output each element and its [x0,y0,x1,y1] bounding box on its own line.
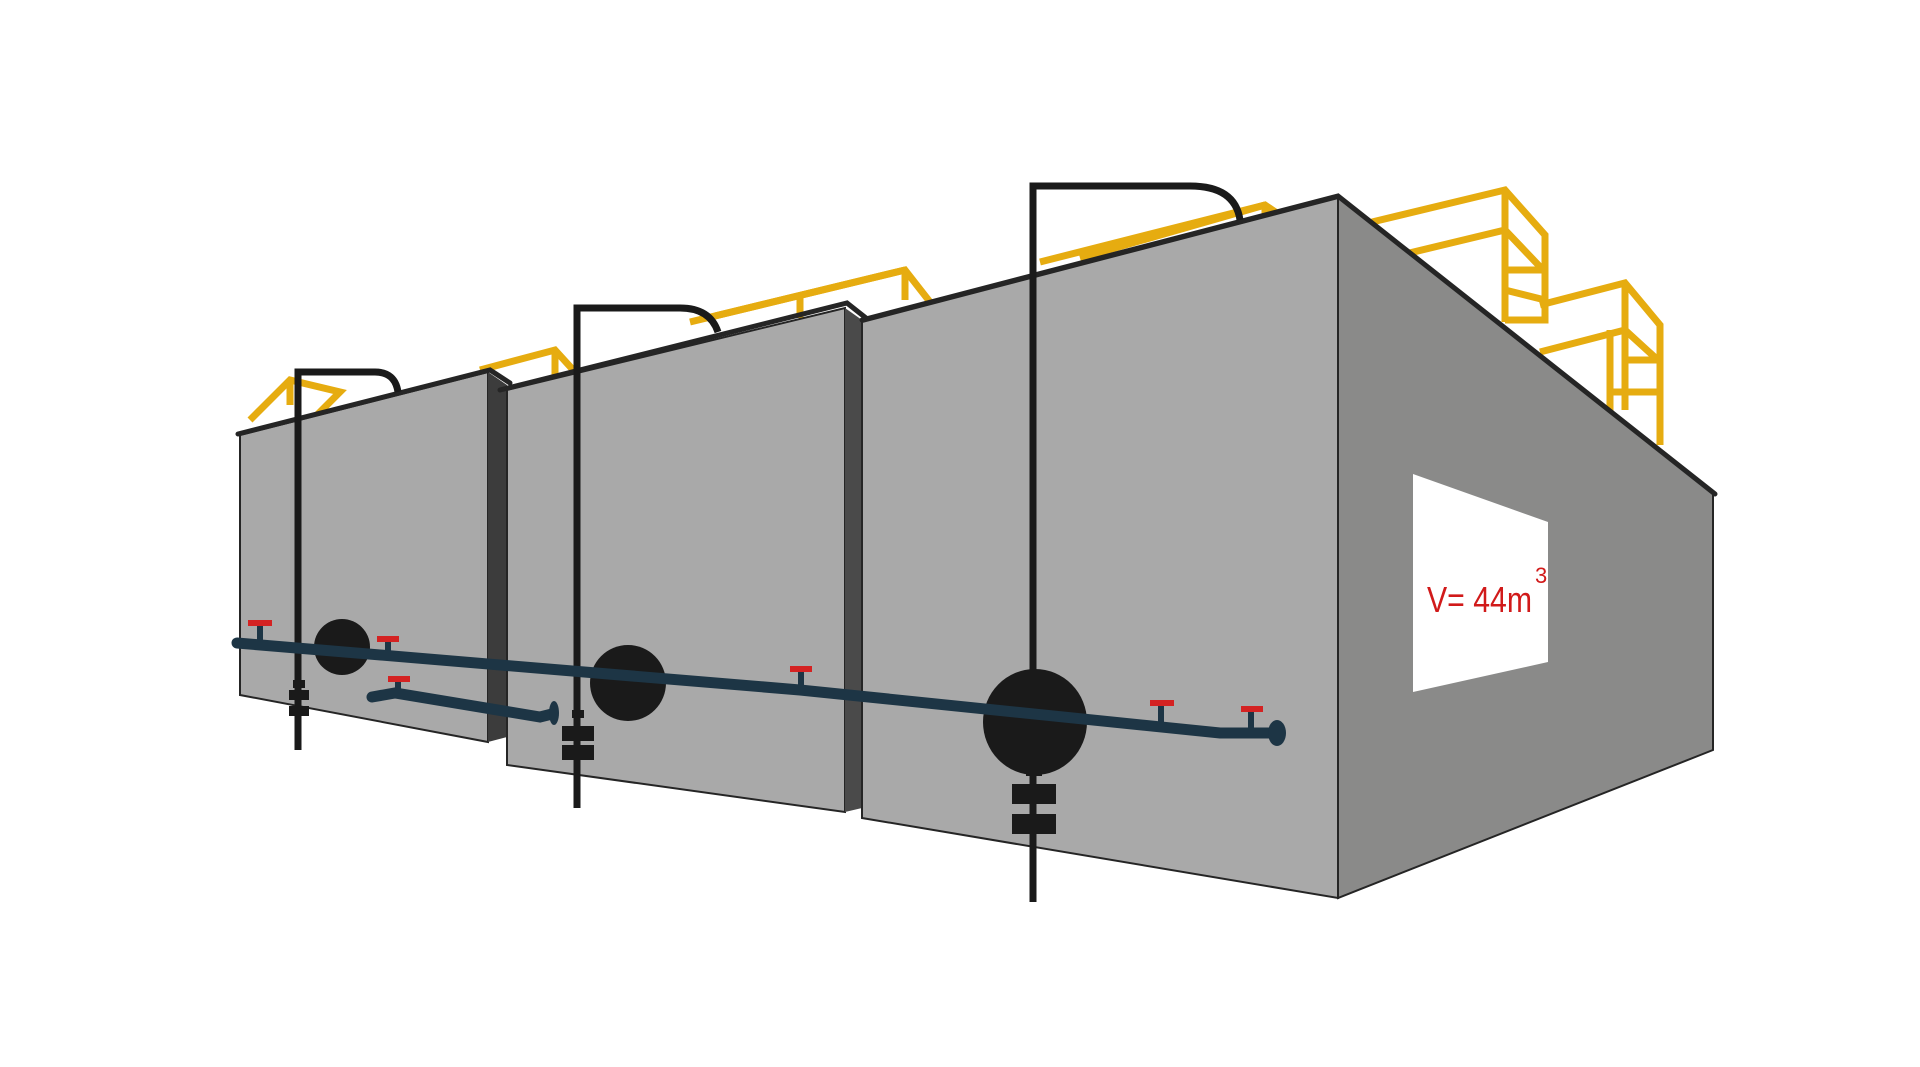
railing-icon [247,186,1664,445]
manhole-icon [314,619,1087,775]
roof-edges [235,193,1718,497]
flange-icon [289,680,1056,834]
pipe-icon [294,182,1244,902]
tank-panel-2 [506,306,846,814]
valve-icon [248,620,1263,732]
panel-gap-2 [845,308,862,812]
pipe-end-cap [549,701,559,725]
volume-label-panel [1413,474,1548,692]
pipe-icon [231,637,1278,739]
volume-label-exponent: 3 [1535,563,1547,588]
pipe-end-cap [1268,720,1286,746]
volume-label: V= 44m [1427,579,1532,620]
panel-gap-1 [488,372,507,742]
tank-panel-1 [239,370,489,744]
